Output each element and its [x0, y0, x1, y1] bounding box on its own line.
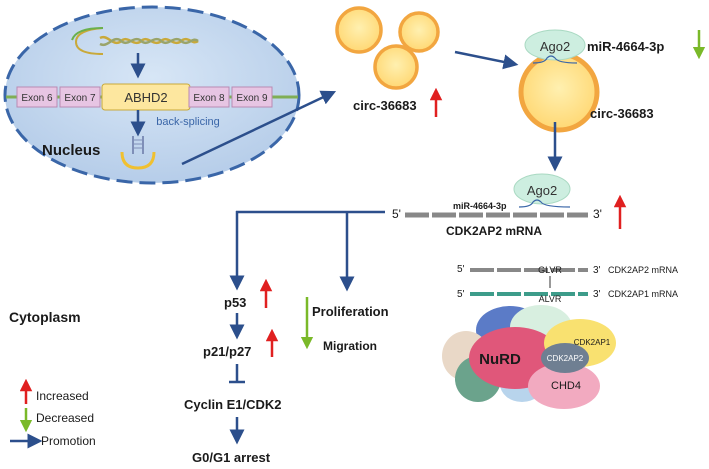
legend-decreased-label: Decreased	[36, 411, 94, 425]
exon-7-box	[59, 86, 101, 108]
dna-helix-icon	[71, 27, 199, 55]
align-row2-3prime: 3'	[593, 289, 601, 300]
align-row1-3prime: 3'	[593, 265, 601, 276]
cdk2ap2-mrna-label: CDK2AP2 mRNA	[446, 224, 542, 238]
chd4-label: CHD4	[551, 380, 581, 392]
mir-4664-3p-top-label: miR-4664-3p	[587, 39, 664, 54]
circ-36683-left-label: circ-36683	[353, 98, 417, 113]
ago2-mid-complex	[513, 173, 571, 205]
cyclin-e1-cdk2-label: Cyclin E1/CDK2	[184, 397, 282, 412]
circ-36683-large	[518, 51, 600, 133]
nucleus: Exon 6 Exon 7 ABHD2 Exon 8 Exon 9 back-s…	[3, 5, 301, 185]
align-row2-label: CDK2AP1 mRNA	[608, 289, 678, 299]
legend-promotion-label: Promotion	[41, 434, 96, 448]
nucleus-label: Nucleus	[42, 142, 100, 159]
export-arrow	[181, 90, 337, 166]
alvr-motif: ALVR	[539, 294, 562, 304]
mrna-5prime: 5'	[392, 207, 401, 221]
back-splicing-label: back-splicing	[156, 116, 220, 128]
cytoplasm-label: Cytoplasm	[9, 309, 81, 325]
exon-8-label: Exon 8	[193, 93, 225, 104]
g0-g1-arrest-label: G0/G1 arrest	[192, 450, 271, 465]
p53-label: p53	[224, 295, 246, 310]
mirna-top-strand	[532, 55, 578, 64]
nurd-complex	[442, 305, 616, 409]
cdk2ap2-label: CDK2AP2	[547, 354, 584, 363]
legend-increased-label: Increased	[36, 389, 89, 403]
inhibition-bar	[229, 364, 245, 384]
ago2-top-complex	[524, 29, 586, 61]
exon-6-label: Exon 6	[21, 93, 53, 104]
align-row1-label: CDK2AP2 mRNA	[608, 265, 678, 275]
promotion-branch-lines	[229, 210, 385, 292]
exon-9-box	[231, 86, 273, 108]
abhd2-label: ABHD2	[124, 90, 167, 105]
exon-9-label: Exon 9	[236, 93, 268, 104]
exon-6-box	[16, 86, 58, 108]
p21-p27-label: p21/p27	[203, 344, 251, 359]
migration-label: Migration	[323, 339, 377, 353]
ago2-top-label: Ago2	[540, 39, 570, 54]
proliferation-label: Proliferation	[312, 304, 389, 319]
mir-4664-3p-mid-label: miR-4664-3p	[453, 201, 507, 211]
ago2-mid-label: Ago2	[527, 183, 557, 198]
circrna-cluster	[335, 6, 440, 90]
align-row2-5prime: 5'	[457, 289, 465, 300]
mirna-mid-strand	[518, 199, 571, 208]
cdk2ap1-label: CDK2AP1	[574, 338, 611, 347]
glvr-motif: GLVR	[538, 265, 562, 275]
legend: Increased Decreased Promotion	[10, 378, 96, 449]
exon-7-label: Exon 7	[64, 93, 96, 104]
circrna-hairpin-icon	[120, 136, 156, 170]
mrna-3prime: 3'	[593, 207, 602, 221]
align-row1-5prime: 5'	[457, 264, 465, 275]
exon-8-box	[188, 86, 230, 108]
circ-36683-right-label: circ-36683	[590, 106, 654, 121]
nurd-label: NuRD	[479, 351, 521, 368]
binding-arrow	[454, 50, 519, 70]
